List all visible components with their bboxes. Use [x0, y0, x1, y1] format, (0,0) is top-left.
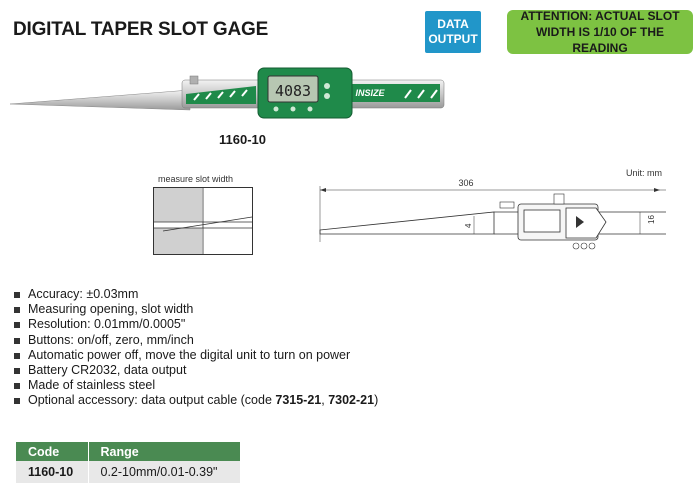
- model-caption: 1160-10: [219, 132, 266, 147]
- length-dimension: 306: [458, 178, 473, 188]
- spec-item: Battery CR2032, data output: [14, 363, 378, 378]
- cell-code: 1160-10: [16, 461, 88, 483]
- spec-item: Automatic power off, move the digital un…: [14, 348, 378, 363]
- attention-badge: ATTENTION: ACTUAL SLOT WIDTH IS 1/10 OF …: [507, 9, 693, 55]
- lcd-display: [267, 75, 319, 103]
- taper-blade: [10, 89, 191, 111]
- accessory-suffix: ): [374, 393, 379, 408]
- body-height-dimension: 16: [647, 215, 656, 224]
- spec-item: Measuring opening, slot width: [14, 302, 378, 317]
- product-image: 4083 INSIZE: [10, 67, 445, 119]
- brand-logo: INSIZE: [355, 88, 385, 98]
- unit-label: Unit: mm: [626, 168, 662, 178]
- data-output-badge: DATA OUTPUT: [425, 11, 481, 53]
- accessory-separator: ,: [321, 393, 329, 408]
- measure-slot-diagram: [153, 187, 253, 255]
- spec-list: Accuracy: ±0.03mm Measuring opening, slo…: [14, 287, 378, 409]
- accessory-text: Optional accessory: data output cable (c…: [28, 393, 276, 408]
- data-output-badge-line1: DATA: [437, 17, 469, 31]
- attention-line1: ATTENTION: ACTUAL SLOT: [520, 9, 680, 23]
- accessory-code-2: 7302-21: [328, 393, 375, 408]
- measure-slot-label: measure slot width: [158, 174, 234, 184]
- cell-range: 0.2-10mm/0.01-0.39": [87, 461, 240, 483]
- technical-drawing: 306 4 16: [319, 178, 666, 250]
- spec-item-accessory: Optional accessory: data output cable (c…: [14, 393, 378, 408]
- data-output-badge-line2: OUTPUT: [428, 32, 478, 46]
- column-header-range: Range: [87, 442, 240, 461]
- spec-item: Resolution: 0.01mm/0.0005": [14, 317, 378, 332]
- page-title: DIGITAL TAPER SLOT GAGE: [13, 19, 269, 40]
- spec-item: Made of stainless steel: [14, 378, 378, 393]
- column-header-code: Code: [16, 442, 88, 461]
- table-header-row: Code Range: [16, 442, 240, 461]
- table-row: 1160-10 0.2-10mm/0.01-0.39": [16, 461, 240, 483]
- spec-item: Buttons: on/off, zero, mm/inch: [14, 333, 378, 348]
- spec-item: Accuracy: ±0.03mm: [14, 287, 378, 302]
- tip-height-dimension: 4: [464, 223, 473, 228]
- accessory-code-1: 7315-21: [275, 393, 322, 408]
- code-range-table: Code Range 1160-10 0.2-10mm/0.01-0.39": [16, 442, 240, 483]
- attention-line2: WIDTH IS 1/10 OF THE READING: [535, 25, 664, 55]
- lcd-reading: 4083: [275, 82, 311, 100]
